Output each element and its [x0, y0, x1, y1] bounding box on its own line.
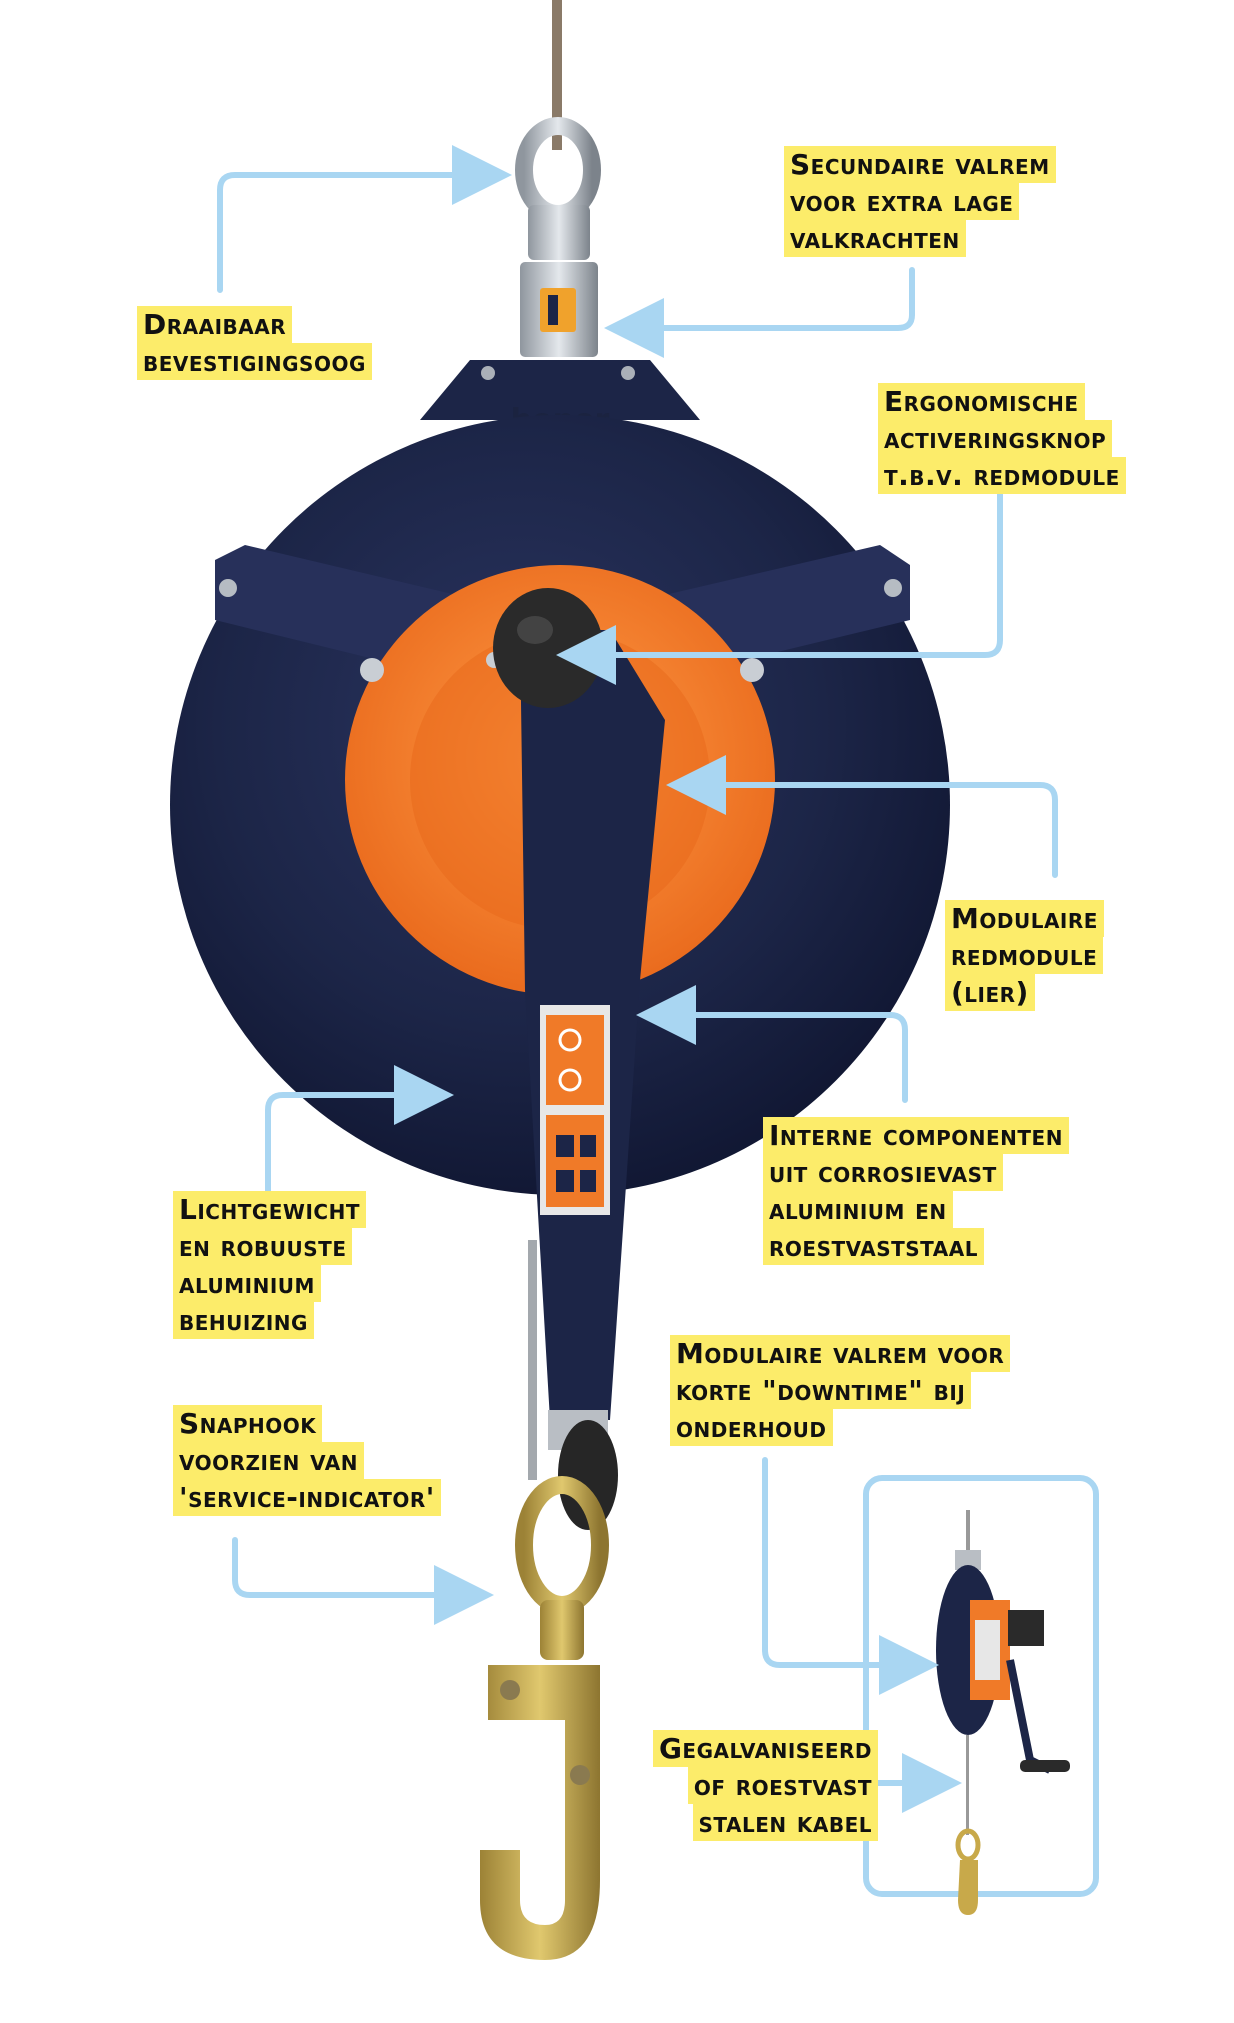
callout-swivel-eye: [217, 145, 512, 293]
steel-cable: [528, 1240, 537, 1480]
top-cable: [552, 0, 562, 150]
snaphook: [480, 1476, 609, 1960]
activation-knob: [493, 588, 603, 708]
callout-snaphook: [232, 1537, 494, 1625]
inset-device: [936, 1510, 1070, 1915]
callout-modular-brake: [762, 1457, 939, 1695]
label-housing: Lichtgewicht en robuuste aluminium behui…: [173, 1191, 366, 1339]
callout-secondary-brake: [604, 267, 915, 358]
label-cable: Gegalvaniseerd of roestvast stalen kabel: [620, 1730, 878, 1841]
main-device: honor: [170, 0, 950, 1960]
callout-lines: [217, 145, 1058, 1813]
label-rescue-module: Modulaire redmodule (lier): [945, 900, 1104, 1011]
callout-internal-components: [636, 985, 908, 1103]
callout-activation-knob: [556, 487, 1003, 685]
crank-handle: [548, 1410, 618, 1530]
label-modular-brake: Modulaire valrem voor korte "downtime" b…: [670, 1335, 1011, 1446]
label-snaphook: Snaphook voorzien van 'service-indicator…: [173, 1405, 441, 1516]
label-activation-knob: Ergonomische activeringsknop t.b.v. redm…: [878, 383, 1126, 494]
swivel-eye: [515, 117, 601, 357]
callout-rescue-module: [666, 755, 1058, 878]
inset-panel: [863, 1475, 1099, 1915]
instruction-plate: [540, 1005, 610, 1215]
label-secondary-brake: Secundaire valrem voor extra lage valkra…: [784, 146, 1056, 257]
callout-housing: [265, 1065, 454, 1198]
label-internal-components: Interne componenten uit corrosievast alu…: [763, 1117, 1069, 1265]
label-swivel-eye: Draaibaar bevestigingsoog: [137, 306, 372, 380]
